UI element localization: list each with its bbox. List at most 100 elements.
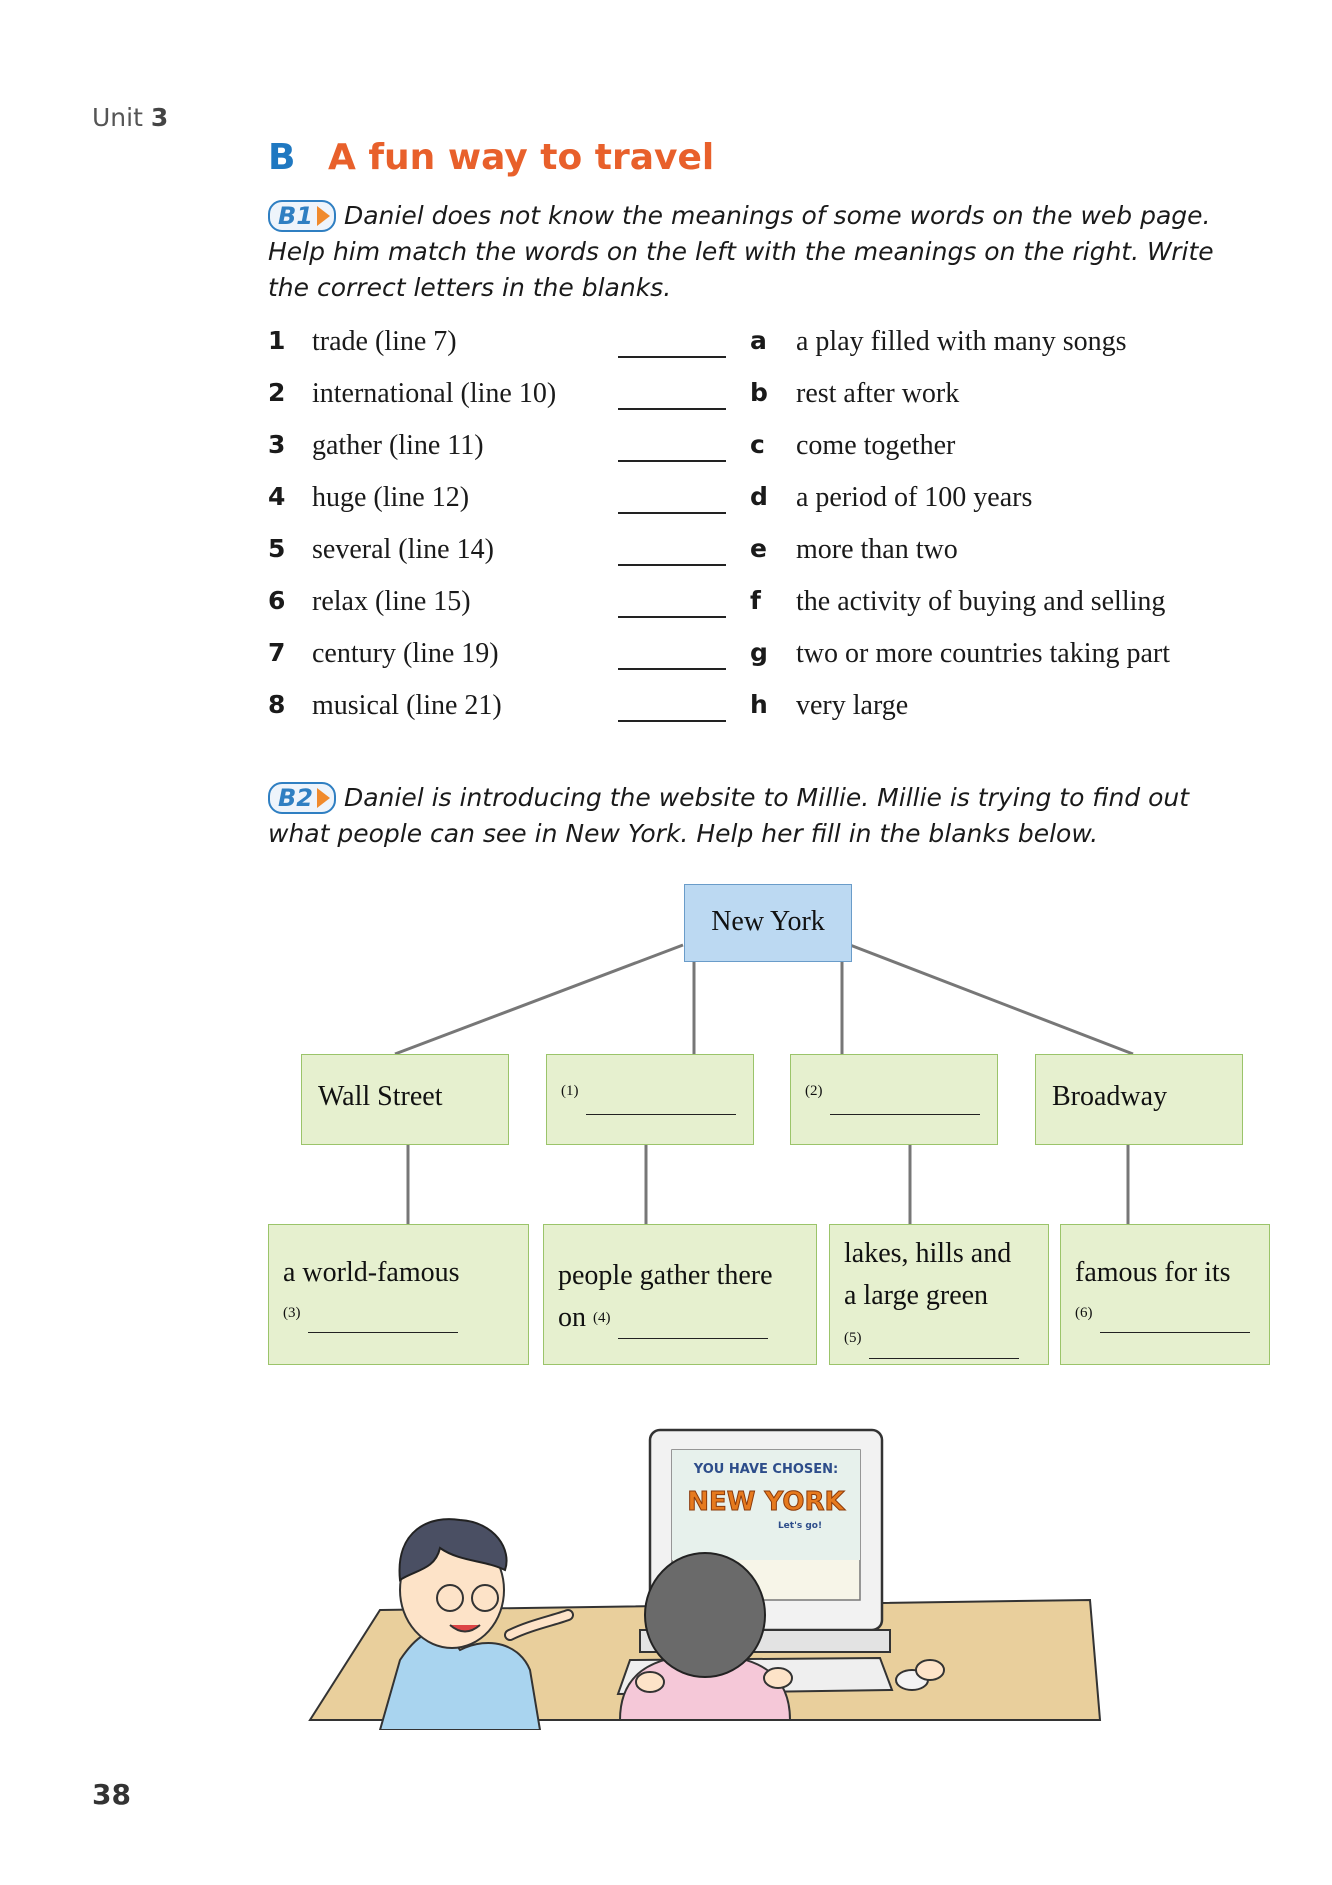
item-word: trade (line 7) xyxy=(312,326,457,357)
page-number: 38 xyxy=(92,1778,131,1811)
node-text: a large green xyxy=(844,1280,989,1311)
meaning-letter: e xyxy=(750,534,767,563)
b2-badge-label: B2 xyxy=(278,784,313,812)
answer-blank[interactable] xyxy=(618,356,726,358)
item-number: 2 xyxy=(268,378,286,407)
node-label: Broadway xyxy=(1052,1081,1168,1112)
meaning-text: a period of 100 years xyxy=(796,482,1033,513)
play-arrow-icon xyxy=(317,788,330,808)
matching-row: 2 international (line 10) b rest after work xyxy=(268,378,1268,418)
answer-blank-5[interactable] xyxy=(868,1334,1019,1359)
diagram-node-blank-2: (2) xyxy=(790,1054,998,1145)
answer-blank[interactable] xyxy=(618,616,726,618)
item-number: 6 xyxy=(268,586,286,615)
meaning-letter: h xyxy=(750,690,768,719)
blank-number: (1) xyxy=(561,1083,579,1099)
matching-row: 5 several (line 14) e more than two xyxy=(268,534,1268,574)
diagram-node-detail-4: people gather there on (4) xyxy=(543,1224,817,1365)
play-arrow-icon xyxy=(317,206,330,226)
b1-instruction: Daniel does not know the meanings of som… xyxy=(268,201,1214,302)
section-title: A fun way to travel xyxy=(328,137,715,178)
meaning-letter: b xyxy=(750,378,768,407)
answer-blank-2[interactable] xyxy=(829,1090,980,1115)
answer-blank[interactable] xyxy=(618,668,726,670)
answer-blank-1[interactable] xyxy=(585,1090,736,1115)
matching-row: 3 gather (line 11) c come together xyxy=(268,430,1268,470)
answer-blank[interactable] xyxy=(618,720,726,722)
node-text: a world-famous xyxy=(283,1257,460,1288)
root-label: New York xyxy=(711,906,825,937)
item-number: 5 xyxy=(268,534,286,563)
item-word: several (line 14) xyxy=(312,534,494,565)
item-word: gather (line 11) xyxy=(312,430,484,461)
b1-badge-label: B1 xyxy=(278,202,313,230)
b2-instruction-block: B2 Daniel is introducing the website to … xyxy=(268,780,1238,852)
item-word: relax (line 15) xyxy=(312,586,471,617)
answer-blank[interactable] xyxy=(618,512,726,514)
girl-hand-mouse xyxy=(915,1659,945,1681)
b1-instruction-block: B1 Daniel does not know the meanings of … xyxy=(268,198,1238,306)
unit-word: Unit xyxy=(92,103,143,132)
matching-row: 6 relax (line 15) f the activity of buying … xyxy=(268,586,1268,626)
glasses-left xyxy=(436,1584,464,1612)
section-letter: B xyxy=(268,137,296,178)
node-label: Wall Street xyxy=(318,1081,443,1112)
girl-hair xyxy=(644,1552,766,1678)
unit-number: 3 xyxy=(150,103,169,132)
boy-mouth xyxy=(449,1624,481,1633)
diagram-node-detail-6: famous for its (6) xyxy=(1060,1224,1270,1365)
meaning-letter: g xyxy=(750,638,768,667)
answer-blank[interactable] xyxy=(618,408,726,410)
answer-blank[interactable] xyxy=(618,460,726,462)
answer-blank-4[interactable] xyxy=(617,1314,768,1339)
connector-root-broadway xyxy=(849,943,1134,1056)
meaning-text: a play filled with many songs xyxy=(796,326,1127,357)
b2-instruction: Daniel is introducing the website to Mil… xyxy=(268,783,1190,848)
meaning-text: come together xyxy=(796,430,956,461)
item-word: huge (line 12) xyxy=(312,482,470,513)
meaning-letter: c xyxy=(750,430,765,459)
diagram-connectors xyxy=(394,943,1134,1224)
item-word: musical (line 21) xyxy=(312,690,502,721)
diagram-root: New York xyxy=(684,884,852,962)
node-text: people gather there xyxy=(558,1260,773,1291)
girl-hand-right xyxy=(763,1667,793,1689)
item-number: 4 xyxy=(268,482,286,511)
answer-blank-3[interactable] xyxy=(307,1308,458,1333)
blank-number: (2) xyxy=(805,1083,823,1099)
blank-number: (3) xyxy=(283,1305,301,1321)
connector-root-wallstreet xyxy=(394,943,684,1056)
screen-subtitle: Let's go! xyxy=(778,1521,822,1531)
girl-hand-left xyxy=(635,1671,665,1693)
meaning-text: very large xyxy=(796,690,909,721)
meaning-text: two or more countries taking part xyxy=(796,638,1171,669)
node-text: on xyxy=(558,1302,586,1333)
blank-number: (5) xyxy=(844,1330,862,1346)
screen-heading: YOU HAVE CHOSEN: xyxy=(693,1462,838,1477)
meaning-text: the activity of buying and selling xyxy=(796,586,1166,617)
diagram-node-blank-1: (1) xyxy=(546,1054,754,1145)
diagram-node-broadway: Broadway xyxy=(1035,1054,1243,1145)
meaning-text: more than two xyxy=(796,534,958,565)
item-word: international (line 10) xyxy=(312,378,557,409)
diagram-node-detail-5: lakes, hills and a large green (5) xyxy=(829,1224,1049,1365)
item-number: 3 xyxy=(268,430,286,459)
item-number: 1 xyxy=(268,326,286,355)
illustration-kids-at-computer: YOU HAVE CHOSEN: NEW YORK Let's go! xyxy=(308,1428,1102,1730)
b2-badge: B2 xyxy=(268,782,336,814)
screen-banner xyxy=(672,1450,860,1560)
blank-number: (6) xyxy=(1075,1305,1093,1321)
glasses-right xyxy=(471,1584,499,1612)
answer-blank-6[interactable] xyxy=(1099,1308,1250,1333)
diagram-node-detail-3: a world-famous (3) xyxy=(268,1224,529,1365)
meaning-text: rest after work xyxy=(796,378,960,409)
node-text: lakes, hills and xyxy=(844,1238,1012,1269)
meaning-letter: f xyxy=(750,586,761,615)
diagram-node-wall-street: Wall Street xyxy=(301,1054,509,1145)
meaning-letter: a xyxy=(750,326,767,355)
unit-label: Unit 3 xyxy=(92,103,168,132)
answer-blank[interactable] xyxy=(618,564,726,566)
